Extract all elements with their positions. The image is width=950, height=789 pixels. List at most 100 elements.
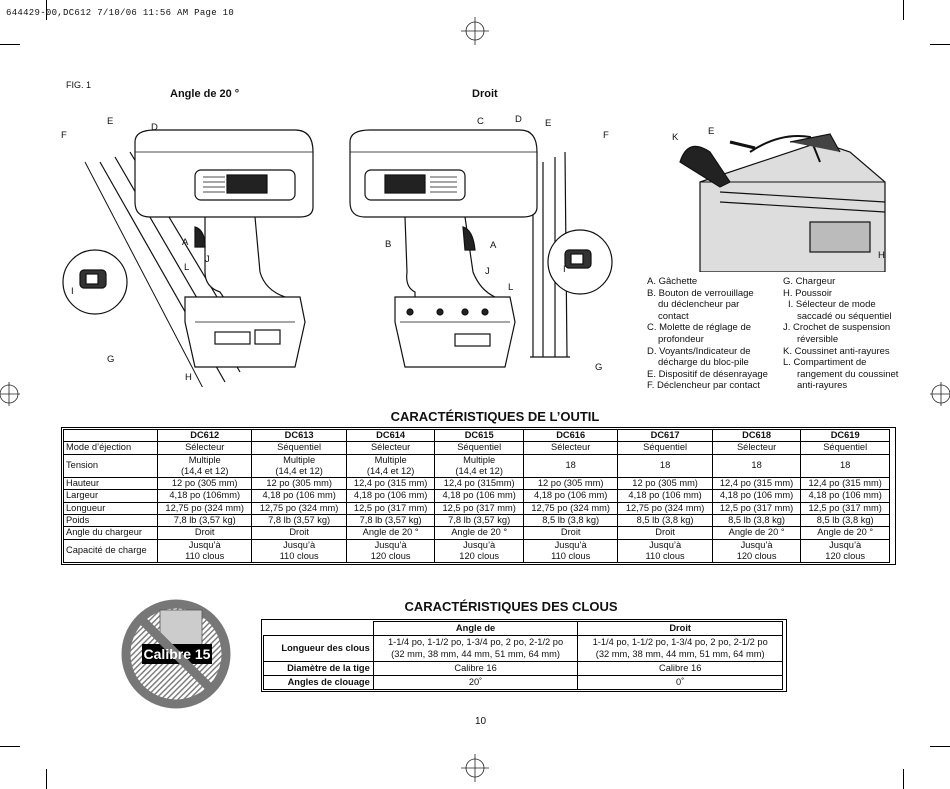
cell-line: Sélecteur xyxy=(736,442,777,453)
spec-cell: 7,8 lb (3,57 kg) xyxy=(434,514,524,528)
svg-text:L: L xyxy=(508,282,513,293)
cell-line: Multiple xyxy=(283,454,316,465)
legend-item: décharge du bloc-pile xyxy=(658,357,749,369)
svg-text:D: D xyxy=(151,122,158,133)
spec-cell: 7,8 lb (3,57 kg) xyxy=(251,514,347,528)
row-label: Longueur xyxy=(63,501,158,516)
spec-cell: 8,5 lb (3,8 kg) xyxy=(800,514,890,528)
spec-cell: Multiple(14,4 et 12) xyxy=(345,453,436,479)
svg-text:C: C xyxy=(477,116,484,127)
legend-item: contact xyxy=(658,310,689,322)
cell-line: Sélecteur xyxy=(370,442,411,453)
cell-line: Calibre 16 xyxy=(658,662,702,673)
svg-text:B: B xyxy=(385,239,391,250)
legend-item: réversible xyxy=(797,333,839,345)
model-header-cell: DC618 xyxy=(711,428,802,443)
spec-cell: 12 po (305 mm) xyxy=(251,477,347,491)
spec-cell: Séquentiel xyxy=(800,441,890,455)
svg-text:K: K xyxy=(672,132,679,143)
cell-line: 4,18 po (106 mm) xyxy=(808,490,882,501)
cell-line: 12,75 po (324 mm) xyxy=(625,502,705,513)
spec-cell: 18 xyxy=(617,453,713,479)
cell-line: 4,18 po (106 mm) xyxy=(262,490,336,501)
model-header-cell: DC615 xyxy=(434,428,524,443)
cell-line: Jusqu’à xyxy=(554,539,587,550)
row-label: Angle du chargeur xyxy=(63,526,158,540)
spec-cell: Sélecteur xyxy=(345,441,436,455)
spec-cell: 12,4 po (315 mm) xyxy=(345,477,436,491)
spec-cell: 4,18 po (106 mm) xyxy=(251,489,347,503)
cell-line: 120 clous xyxy=(370,550,411,561)
spec-cell: 12 po (305 mm) xyxy=(617,477,713,491)
cell-line: (14,4 et 12) xyxy=(455,465,503,476)
spec-cell: Sélecteur xyxy=(522,441,619,455)
cell-line: Jusqu’à xyxy=(829,539,862,550)
cell-line: Angle de 20 ° xyxy=(728,527,785,538)
spec-cell: Multiple(14,4 et 12) xyxy=(156,453,253,479)
model-header-cell: DC614 xyxy=(345,428,436,443)
spec-cell: 4,18 po (106 mm) xyxy=(617,489,713,503)
cell-line: 4,18 po (106 mm) xyxy=(533,490,608,501)
spec-cell: 12,4 po (315 mm) xyxy=(800,477,890,491)
cell-line: 4,18 po (106 mm) xyxy=(442,490,516,501)
spec-cell: 12,75 po (324 mm) xyxy=(251,501,347,516)
legend-item: B. Bouton de verrouillage xyxy=(647,287,754,299)
header-blank-cell xyxy=(264,622,374,636)
spec-cell: 12,5 po (317 mm) xyxy=(434,501,524,516)
spec-cell: Angle de 20 ° xyxy=(434,526,524,540)
cell-line: Droit xyxy=(560,527,581,538)
cell-line: Jusqu’à xyxy=(283,539,316,550)
svg-text:E: E xyxy=(107,116,113,127)
row-label: Capacité de charge xyxy=(63,538,158,564)
svg-text:F: F xyxy=(61,130,67,141)
cell-line: Jusqu’à xyxy=(188,539,221,550)
cell-line: 18 xyxy=(565,460,576,471)
nailer-detail-illustration: KEH xyxy=(672,126,886,272)
cell-line: 18 xyxy=(751,460,762,471)
spec-cell: Droit xyxy=(156,526,253,540)
spec-cell: Droit xyxy=(522,526,619,540)
spec-cell: 8,5 lb (3,8 kg) xyxy=(522,514,619,528)
nailer-angled-illustration: EDF ALJ IGH xyxy=(61,116,314,387)
row-label: Diamètre de la tige xyxy=(263,660,374,677)
legend-left: A. Gâchette B. Bouton de verrouillage du… xyxy=(647,276,768,392)
header-blank-cell xyxy=(63,428,158,443)
cell-line: 120 clous xyxy=(825,550,866,561)
spec-cell: 18 xyxy=(522,453,619,479)
legend-item: A. Gâchette xyxy=(647,276,698,287)
spec-cell: Angle de 20 ° xyxy=(345,526,436,540)
cell-line: Séquentiel xyxy=(457,442,502,453)
nail-header-cell: Droit xyxy=(577,620,783,637)
cell-line: 12,75 po (324 mm) xyxy=(259,502,339,513)
legend-right: G. Chargeur H. Poussoir I. Sélecteur de … xyxy=(783,276,898,392)
spec-cell: 18 xyxy=(800,453,890,479)
cell-line: 4,18 po (106 mm) xyxy=(353,490,428,501)
cell-line: 12,5 po (317 mm) xyxy=(808,502,882,513)
cell-line: 1-1/4 po, 1-1/2 po, 1-3/4 po, 2 po, 2-1/… xyxy=(592,637,768,648)
row-label: Tension xyxy=(63,453,158,479)
row-label: Hauteur xyxy=(63,477,158,491)
cell-line: 8,5 lb (3,8 kg) xyxy=(636,515,694,526)
row-label: Angles de clouage xyxy=(263,675,374,691)
cell-line: Angle de 20 ° xyxy=(451,527,508,538)
spec-cell: 8,5 lb (3,8 kg) xyxy=(617,514,713,528)
legend-item: du déclencheur par xyxy=(658,299,740,311)
model-header-cell: DC613 xyxy=(251,428,347,443)
cell-line: 4,18 po (106 mm) xyxy=(628,490,702,501)
cell-line: Multiple xyxy=(463,454,496,465)
spec-cell: 12,5 po (317 mm) xyxy=(345,501,436,516)
cell-line: Angle de 20 ° xyxy=(362,527,419,538)
legend-item: anti-rayures xyxy=(797,380,848,392)
spec-cell: 12,5 po (317 mm) xyxy=(711,501,802,516)
badge-label: Calibre 15 xyxy=(143,646,211,662)
spec-cell: Angle de 20 ° xyxy=(800,526,890,540)
